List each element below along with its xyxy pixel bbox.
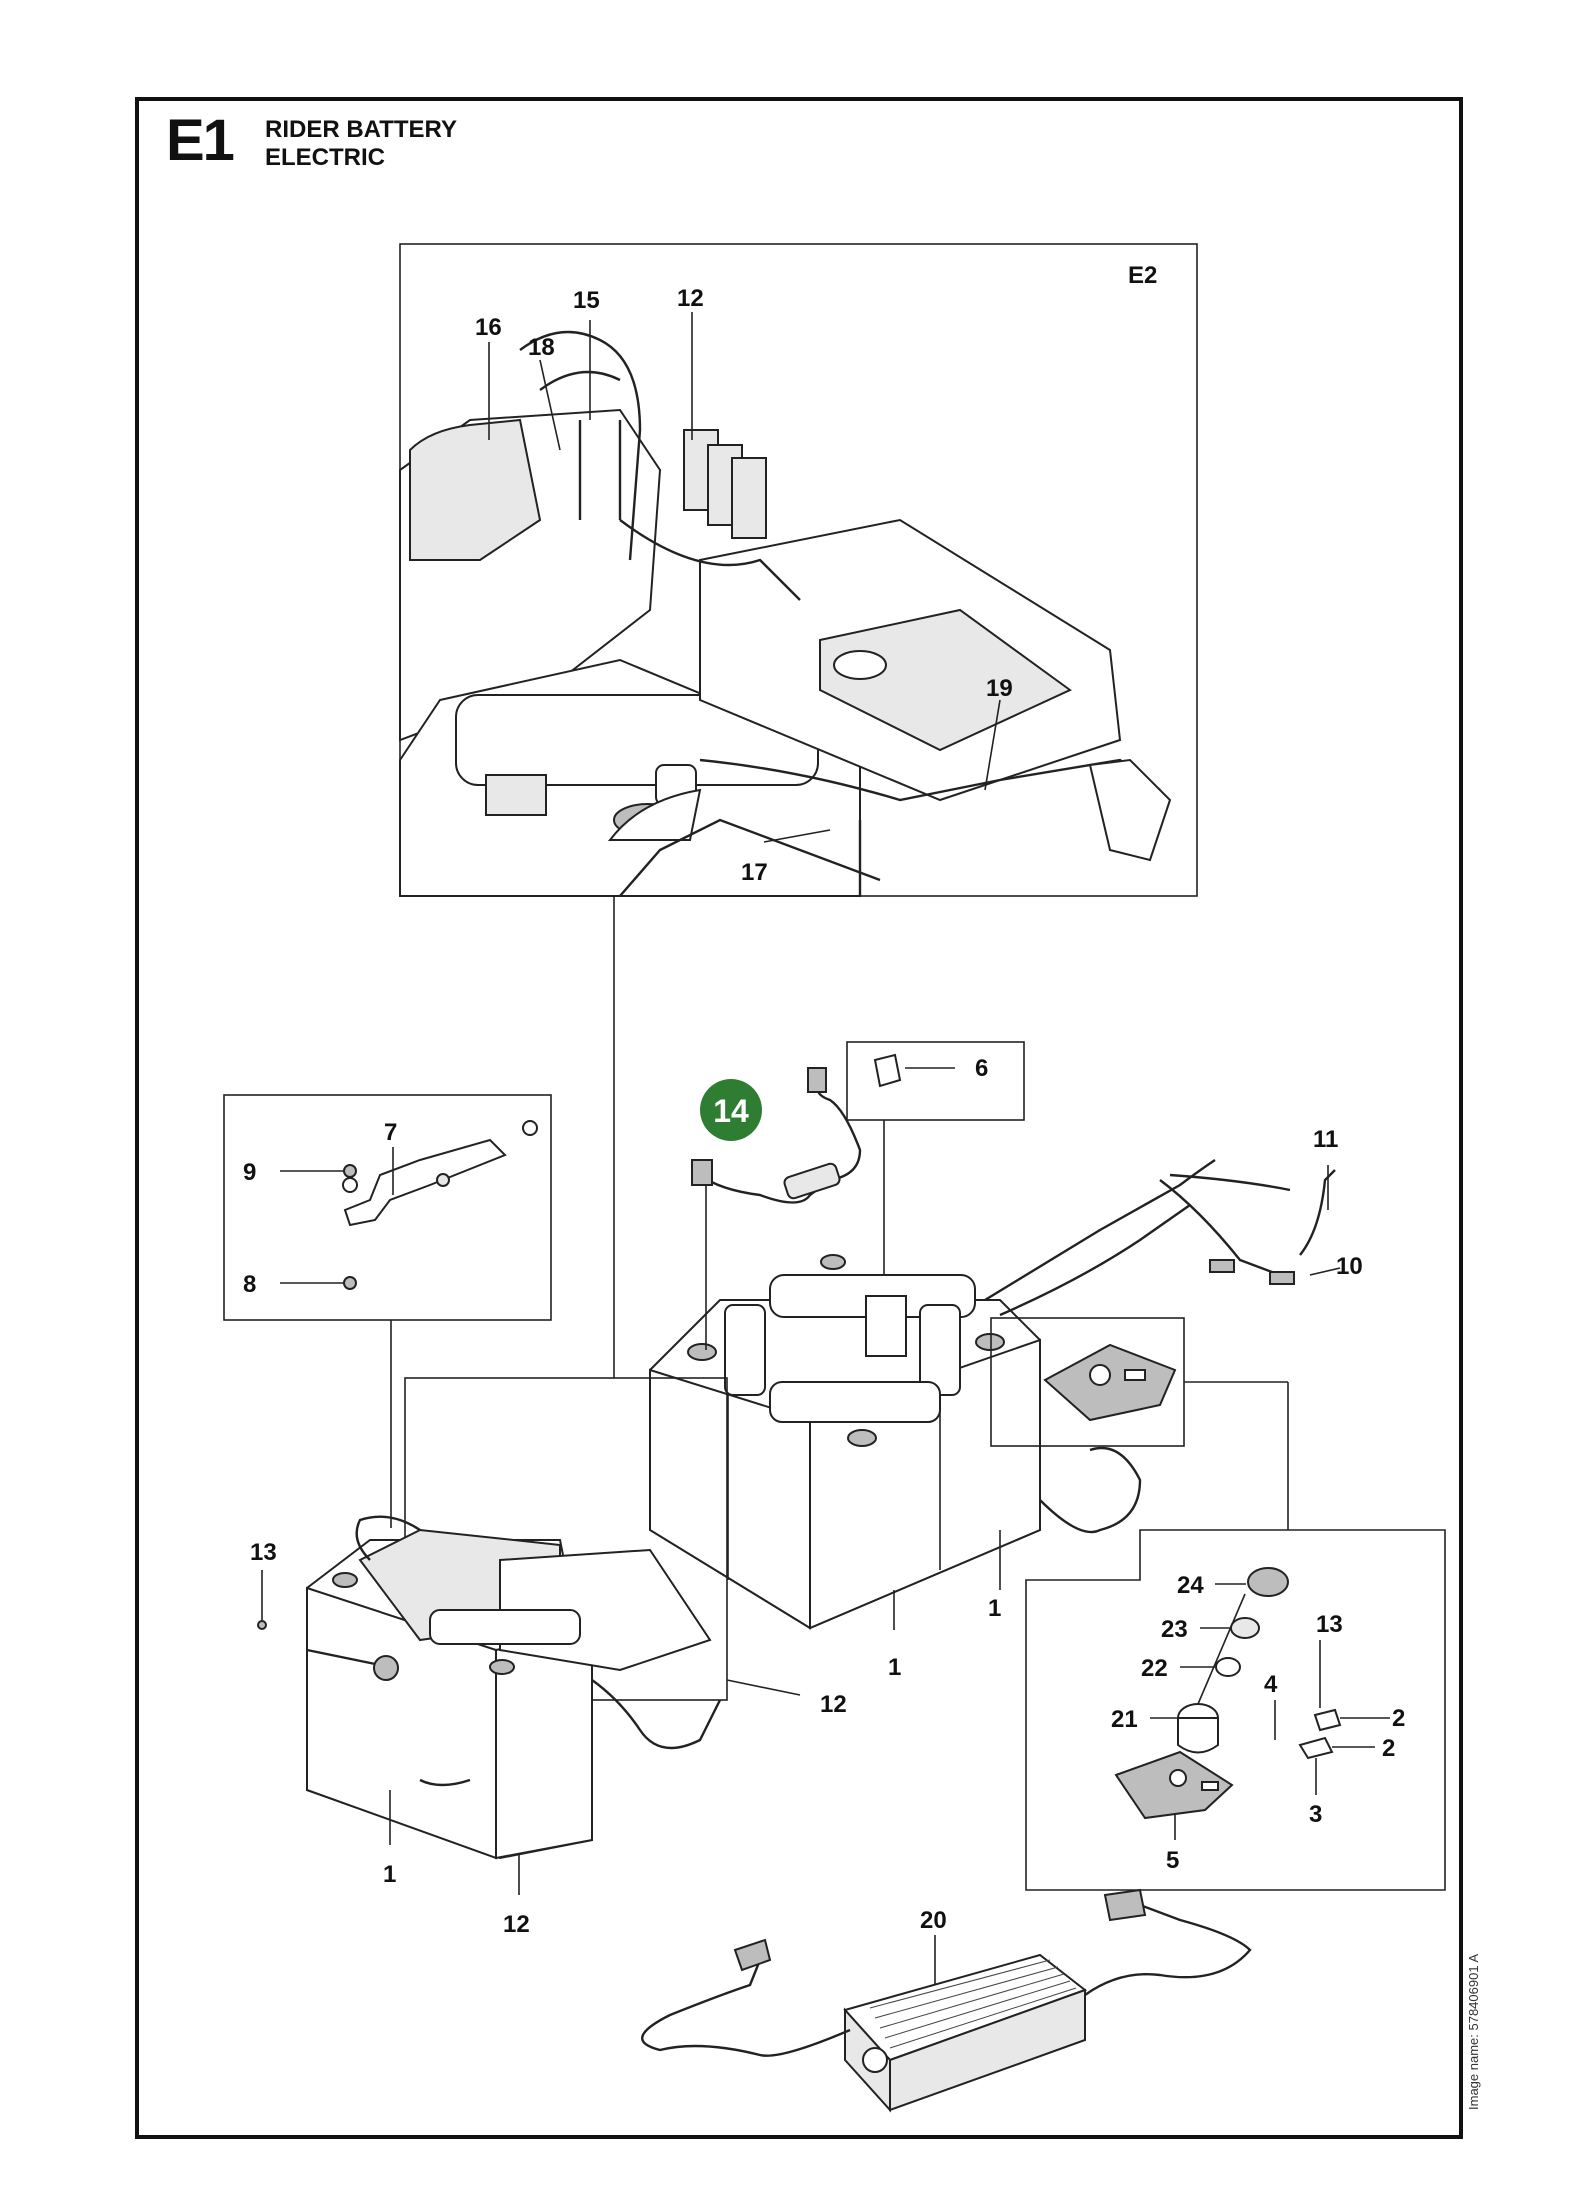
inset-label-e2: E2 [1128, 262, 1157, 289]
callout-16: 16 [475, 314, 502, 341]
drawing-frame [135, 97, 1463, 2139]
callout-17: 17 [741, 859, 768, 886]
callout-5: 5 [1166, 1847, 1179, 1874]
callout-13-left: 13 [250, 1539, 277, 1566]
callout-2-b: 2 [1382, 1735, 1395, 1762]
callout-2-a: 2 [1392, 1705, 1405, 1732]
callout-3: 3 [1309, 1801, 1322, 1828]
callout-23: 23 [1161, 1616, 1188, 1643]
inset-e2-illustration [399, 330, 1172, 897]
callout-12-bottom: 12 [503, 1911, 530, 1938]
callout-1-left: 1 [383, 1861, 396, 1888]
sheet-title-line-2: ELECTRIC [265, 144, 385, 171]
image-name-footer: Image name: 578406901 A [1466, 1953, 1481, 2110]
callout-10: 10 [1336, 1253, 1363, 1280]
callout-15: 15 [573, 287, 600, 314]
battery-charger: 20 [641, 1888, 1252, 2113]
inset-part-6: 6 [846, 1041, 1025, 1121]
battery-pack-left [306, 1377, 728, 1860]
callout-18: 18 [528, 334, 555, 361]
callout-12-inset: 12 [677, 285, 704, 312]
callout-22: 22 [1141, 1655, 1168, 1682]
callout-1-a: 1 [988, 1595, 1001, 1622]
callout-1-b: 1 [888, 1654, 901, 1681]
callout-21: 21 [1111, 1706, 1138, 1733]
callout-14: 14 [713, 1093, 749, 1129]
callout-19: 19 [986, 675, 1013, 702]
sheet-title-line-1: RIDER BATTERY [265, 116, 457, 143]
callout-20: 20 [920, 1907, 947, 1934]
callout-13-right: 13 [1316, 1611, 1343, 1638]
cable-assembly-14 [691, 1067, 862, 1350]
inset-bracket: 7 9 8 [223, 1094, 552, 1321]
callout-8: 8 [243, 1271, 256, 1298]
highlight-callout-14: 14 [700, 1079, 762, 1141]
callout-11: 11 [1313, 1126, 1338, 1153]
callout-6: 6 [975, 1055, 988, 1082]
battery-pack-center [649, 1254, 1041, 1630]
inset-key-switch: 24 23 22 21 5 13 4 2 2 3 [1025, 1529, 1446, 1891]
inset-e2: E2 [399, 243, 1198, 897]
callout-9: 9 [243, 1159, 256, 1186]
callout-12-right: 12 [820, 1691, 847, 1718]
callout-7: 7 [384, 1119, 397, 1146]
callout-4: 4 [1264, 1671, 1278, 1698]
wire-harness-right: 11 10 [984, 1126, 1363, 1534]
sheet-code: E1 [166, 108, 235, 173]
callout-24: 24 [1177, 1572, 1204, 1599]
